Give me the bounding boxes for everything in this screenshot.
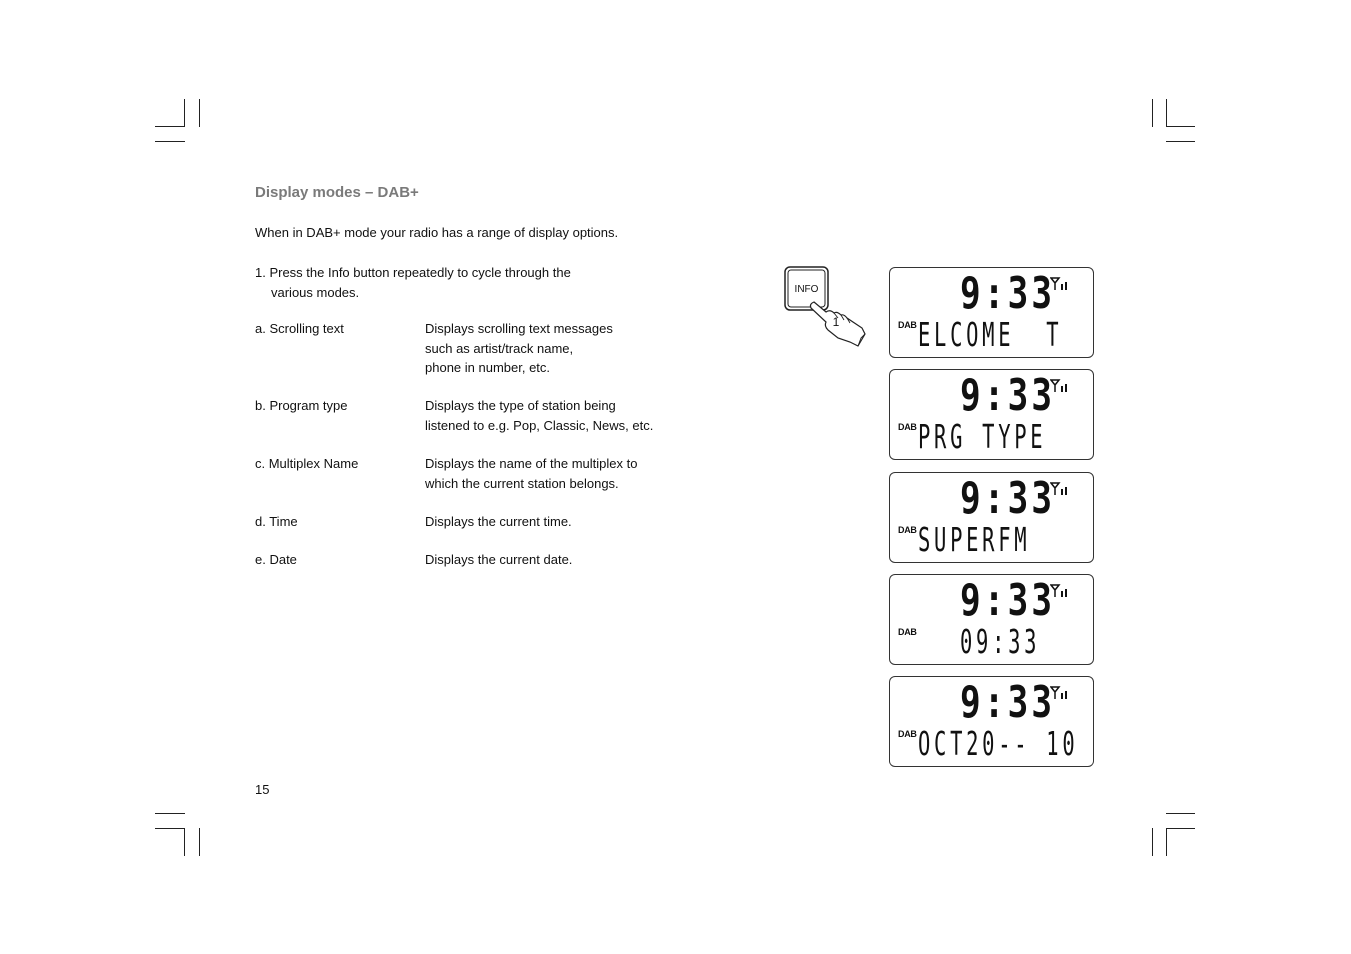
mode-desc-line: which the current station belongs. bbox=[425, 475, 619, 491]
crop-mark bbox=[155, 813, 185, 814]
lcd-clock: 9:33 bbox=[960, 473, 1056, 524]
mode-desc-program-type: Displays the type of station being liste… bbox=[425, 396, 653, 435]
signal-strength-icon bbox=[1050, 686, 1067, 699]
crop-mark bbox=[184, 99, 185, 127]
lcd-clock: 9:33 bbox=[960, 268, 1056, 319]
lcd-text: OCT20-- 10 bbox=[918, 724, 1079, 763]
mode-desc-line: Displays the current time. bbox=[425, 514, 572, 529]
lcd-text: ELCOME T bbox=[918, 315, 1063, 354]
signal-strength-icon bbox=[1050, 584, 1067, 597]
crop-mark bbox=[155, 126, 185, 127]
mode-label-scrolling-text: a. Scrolling text bbox=[255, 321, 344, 336]
info-button-label: INFO bbox=[795, 284, 819, 295]
mode-label-time: d. Time bbox=[255, 514, 298, 529]
crop-mark bbox=[199, 828, 200, 856]
signal-strength-icon bbox=[1050, 482, 1067, 495]
crop-mark bbox=[199, 99, 200, 127]
step-1-line-2: various modes. bbox=[271, 285, 360, 300]
lcd-source-label: DAB bbox=[898, 320, 917, 330]
lcd-text: SUPERFM bbox=[918, 520, 1031, 559]
crop-mark bbox=[1166, 141, 1195, 142]
crop-mark bbox=[1166, 99, 1167, 127]
mode-desc-scrolling-text: Displays scrolling text messages such as… bbox=[425, 319, 613, 378]
mode-desc-line: phone in number, etc. bbox=[425, 360, 551, 375]
mode-label-program-type: b. Program type bbox=[255, 398, 348, 413]
lcd-display-time: 9:33 DAB 09:33 bbox=[889, 574, 1094, 665]
crop-mark bbox=[1152, 828, 1153, 856]
crop-mark bbox=[1166, 813, 1195, 814]
signal-strength-icon bbox=[1050, 277, 1067, 290]
step-1-line-1: 1. Press the Info button repeatedly to c… bbox=[255, 265, 571, 280]
lcd-source-label: DAB bbox=[898, 422, 917, 432]
lcd-display-date: 9:33 DAB OCT20-- 10 bbox=[889, 676, 1094, 767]
mode-desc-line: Displays scrolling text messages bbox=[425, 321, 613, 336]
mode-desc-line: Displays the name of the multiplex to bbox=[425, 456, 638, 471]
lcd-display-multiplex-name: 9:33 DAB SUPERFM bbox=[889, 472, 1094, 563]
crop-mark bbox=[155, 828, 185, 829]
step-1: 1. Press the Info button repeatedly to c… bbox=[255, 263, 571, 303]
crop-mark bbox=[1152, 99, 1153, 127]
mode-label-date: e. Date bbox=[255, 552, 297, 567]
crop-mark bbox=[155, 141, 185, 142]
crop-mark bbox=[1166, 828, 1195, 829]
mode-desc-multiplex-name: Displays the name of the multiplex to wh… bbox=[425, 454, 637, 493]
lcd-text: PRG TYPE bbox=[918, 417, 1047, 456]
info-button-illustration: INFO 1 bbox=[784, 266, 866, 347]
lcd-display-program-type: 9:33 DAB PRG TYPE bbox=[889, 369, 1094, 460]
mode-desc-date: Displays the current date. bbox=[425, 550, 572, 570]
mode-desc-line: listened to e.g. Pop, Classic, News, etc… bbox=[425, 417, 654, 433]
lcd-text: 09:33 bbox=[960, 622, 1041, 661]
page-title: Display modes – DAB+ bbox=[255, 184, 419, 201]
mode-desc-time: Displays the current time. bbox=[425, 512, 572, 532]
lcd-source-label: DAB bbox=[898, 729, 917, 739]
crop-mark bbox=[1166, 126, 1195, 127]
lcd-source-label: DAB bbox=[898, 525, 917, 535]
pointing-hand-icon bbox=[809, 301, 866, 347]
lcd-display-scrolling-text: 9:33 DAB ELCOME T bbox=[889, 267, 1094, 358]
crop-mark bbox=[1166, 828, 1167, 856]
mode-desc-line: Displays the type of station being bbox=[425, 398, 616, 413]
page-number: 15 bbox=[255, 782, 270, 797]
signal-strength-icon bbox=[1050, 379, 1067, 392]
lcd-clock: 9:33 bbox=[960, 575, 1056, 626]
callout-number: 1 bbox=[833, 315, 840, 329]
intro-text: When in DAB+ mode your radio has a range… bbox=[255, 225, 619, 240]
mode-desc-line: such as artist/track name, bbox=[425, 340, 574, 356]
mode-desc-line: Displays the current date. bbox=[425, 552, 573, 567]
lcd-clock: 9:33 bbox=[960, 370, 1056, 421]
lcd-source-label: DAB bbox=[898, 627, 917, 637]
mode-label-multiplex-name: c. Multiplex Name bbox=[255, 456, 359, 471]
lcd-clock: 9:33 bbox=[960, 677, 1056, 728]
crop-mark bbox=[184, 828, 185, 856]
